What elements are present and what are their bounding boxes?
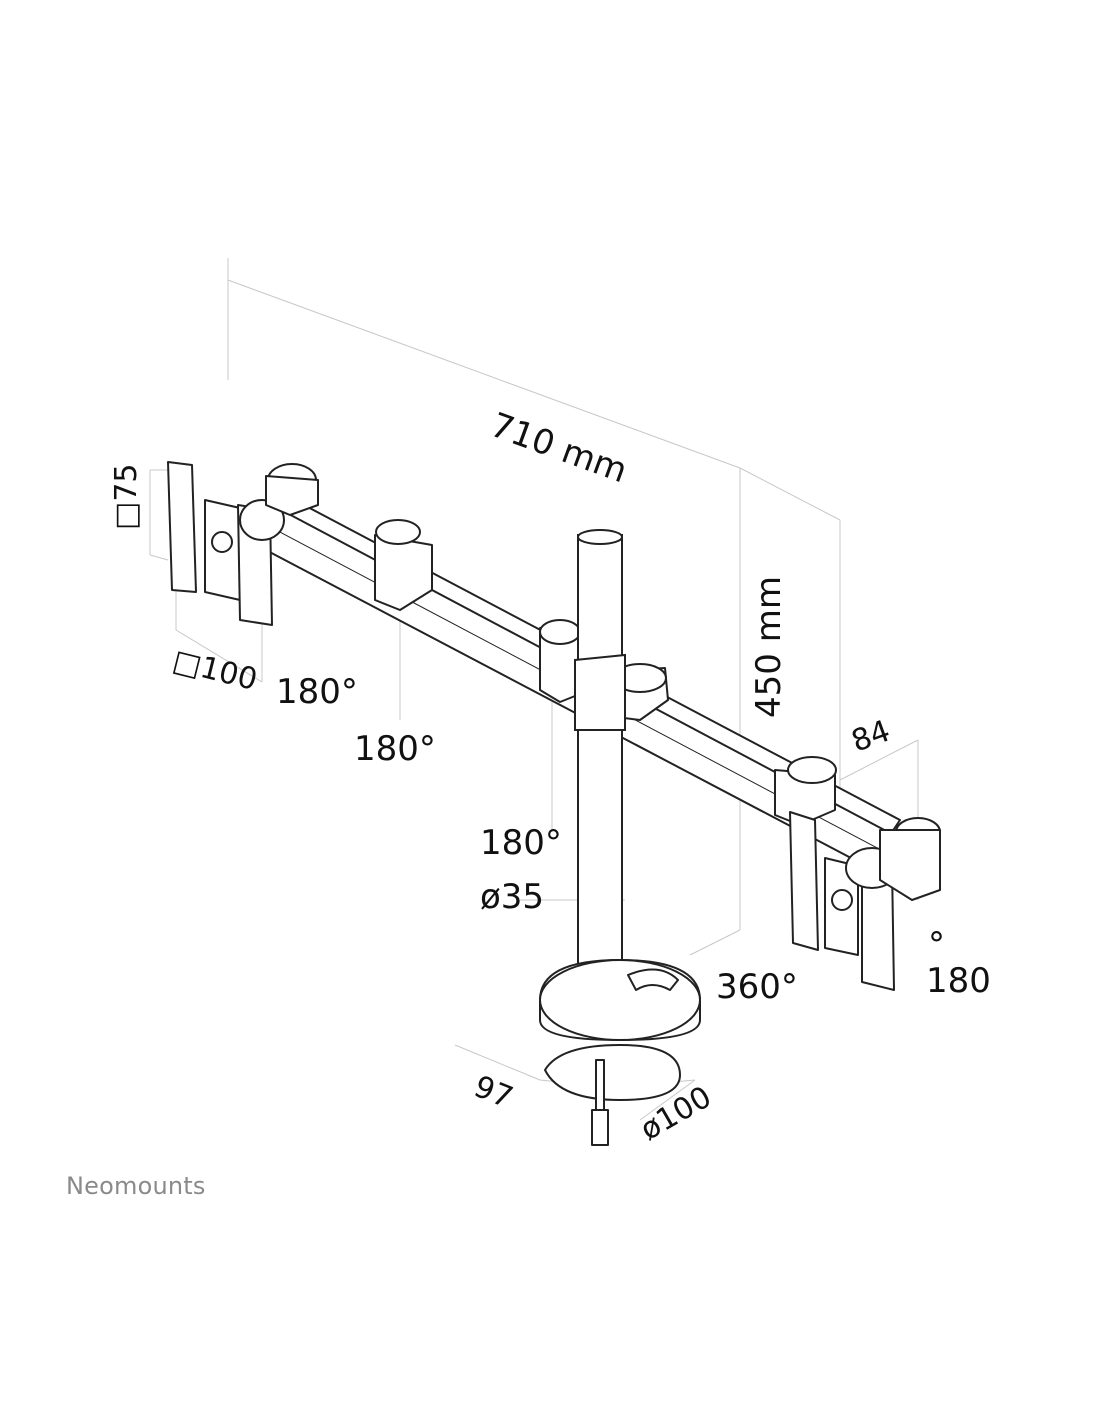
pole (574, 529, 626, 1006)
brand-logo: Neomounts (66, 1172, 206, 1200)
right-rotation: 360° (716, 967, 798, 1007)
left-swivel-rotation: 180° (354, 729, 436, 769)
pole-diameter: ø35 (480, 877, 545, 917)
height-dimension: 450 mm (749, 576, 789, 718)
desk-clamp (539, 959, 701, 1146)
right-tilt-degree: ° (928, 925, 945, 965)
right-tilt-value: 180 (926, 961, 991, 1001)
vesa-small-dimension: □75 (109, 463, 144, 530)
pole-swivel-rotation: 180° (480, 823, 562, 863)
right-vesa-plate (789, 811, 941, 991)
left-tilt-rotation: 180° (276, 672, 358, 712)
left-vesa-plate (167, 461, 319, 626)
